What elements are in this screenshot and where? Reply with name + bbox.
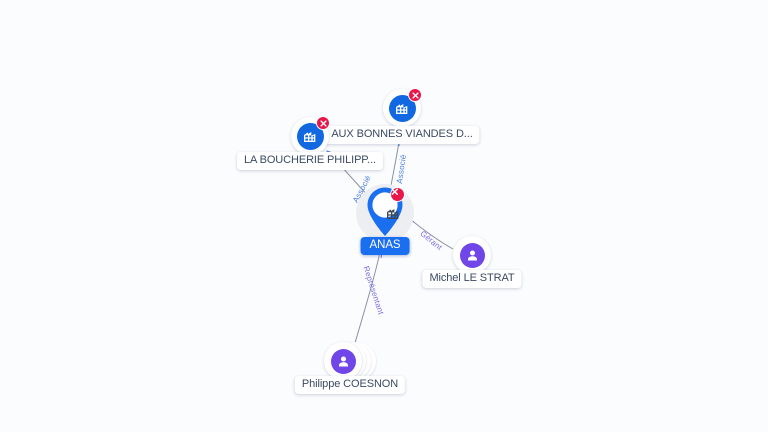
delete-badge-icon[interactable] <box>390 187 405 202</box>
node-anas[interactable] <box>356 184 414 242</box>
person-avatar-icon <box>459 242 485 268</box>
delete-badge-icon[interactable] <box>408 88 422 102</box>
company-node-circle[interactable] <box>291 116 330 155</box>
company-node-circle[interactable] <box>383 88 422 127</box>
node-label-anas[interactable]: ANAS <box>360 237 410 255</box>
edge-label-representant: Représentant <box>361 265 386 316</box>
node-label-la-boucherie-philipp[interactable]: LA BOUCHERIE PHILIPP... <box>237 152 383 170</box>
focus-pin-shape[interactable] <box>364 186 406 240</box>
node-aux-bonnes-viandes[interactable] <box>383 88 422 127</box>
delete-badge-icon[interactable] <box>316 116 330 130</box>
edge-label-gerant: Gérant <box>418 229 444 253</box>
node-label-philippe-coesnon[interactable]: Philippe COESNON <box>294 376 406 394</box>
node-label-aux-bonnes-viandes[interactable]: AUX BONNES VIANDES D... <box>324 126 480 144</box>
edge-label-associe-aux-bonnes-viandes: Associé <box>395 153 409 185</box>
node-label-michel-le-strat[interactable]: Michel LE STRAT <box>422 270 522 288</box>
node-la-boucherie-philipp[interactable] <box>291 116 330 155</box>
node-michel-le-strat[interactable] <box>453 236 491 274</box>
person-node-circle[interactable] <box>453 236 491 274</box>
person-node-circle[interactable] <box>324 342 362 380</box>
person-avatar-icon <box>330 348 356 374</box>
node-philippe-coesnon[interactable] <box>324 342 376 380</box>
